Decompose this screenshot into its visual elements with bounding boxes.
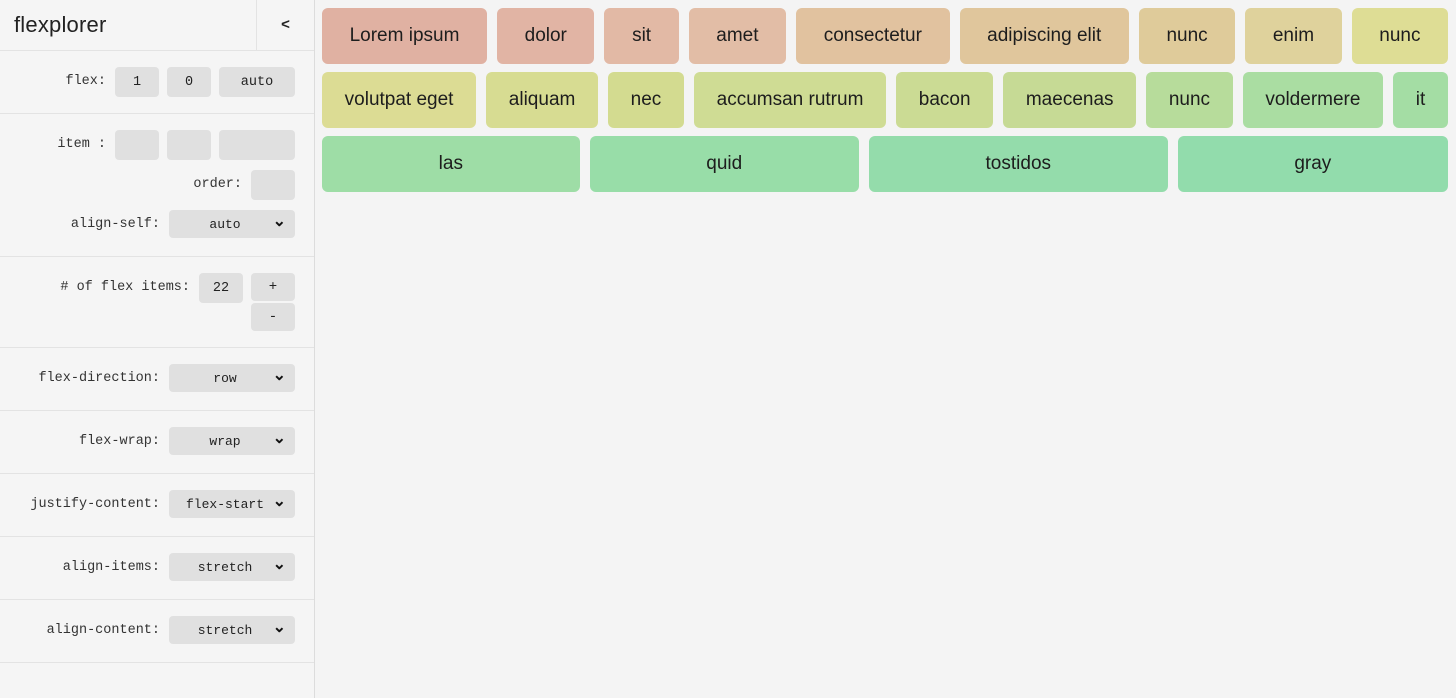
label-flex-wrap: flex-wrap: — [78, 434, 160, 449]
item-count-input[interactable] — [199, 273, 243, 303]
item-grow-input[interactable] — [115, 130, 159, 160]
page-title: flexplorer — [14, 12, 107, 37]
chevron-left-icon[interactable]: < — [256, 0, 314, 51]
justify-content-select[interactable]: flex-start — [169, 490, 295, 518]
flex-item[interactable]: volutpat eget — [322, 72, 477, 128]
section-justify-content: justify-content: flex-start ⌄ — [0, 474, 314, 537]
section-flex-shorthand: flex: — [0, 51, 314, 114]
flex-item[interactable]: maecenas — [1003, 72, 1137, 128]
align-self-select-wrap: auto ⌄ — [169, 210, 295, 238]
flex-grow-input[interactable] — [115, 67, 159, 97]
section-flex-direction: flex-direction: row ⌄ — [0, 348, 314, 411]
flex-item[interactable]: gray — [1177, 136, 1448, 192]
increment-button[interactable]: + — [251, 273, 295, 301]
item-basis-input[interactable] — [219, 130, 295, 160]
section-align-items: align-items: stretch ⌄ — [0, 537, 314, 600]
flex-item[interactable]: enim — [1245, 8, 1342, 64]
label-item: item : — [57, 137, 106, 152]
sidebar-header: flexplorer < — [0, 0, 314, 51]
section-item-properties: item : order: align-self: auto — [0, 114, 314, 257]
flex-item[interactable]: accumsan rutrum — [693, 72, 887, 128]
item-shrink-input[interactable] — [167, 130, 211, 160]
label-item-count: # of flex items: — [60, 280, 190, 295]
label-align-self: align-self: — [70, 217, 160, 232]
flex-item[interactable]: dolor — [497, 8, 595, 64]
flex-item[interactable]: adipiscing elit — [959, 8, 1129, 64]
flex-item[interactable]: Lorem ipsum — [322, 8, 488, 64]
flex-direction-select-wrap: row ⌄ — [169, 364, 295, 392]
row-justify-content: justify-content: flex-start ⌄ — [0, 485, 314, 525]
flex-item[interactable]: nec — [608, 72, 684, 128]
order-input[interactable] — [251, 170, 295, 200]
align-self-select[interactable]: auto — [169, 210, 295, 238]
flex-item[interactable]: tostidos — [868, 136, 1168, 192]
order-fields — [251, 170, 295, 200]
align-items-select[interactable]: stretch — [169, 553, 295, 581]
label-flex-direction: flex-direction: — [38, 371, 160, 386]
flex-item[interactable]: sit — [604, 8, 679, 64]
align-content-select[interactable]: stretch — [169, 616, 295, 644]
controls-sidebar: flexplorer < flex: item : — [0, 0, 315, 698]
flex-item[interactable]: bacon — [896, 72, 994, 128]
flex-wrap-select-wrap: wrap ⌄ — [169, 427, 295, 455]
flex-item[interactable]: voldermere — [1242, 72, 1384, 128]
flex-item[interactable]: nunc — [1351, 8, 1449, 64]
flex-item[interactable]: it — [1393, 72, 1448, 128]
flex-item[interactable]: amet — [688, 8, 787, 64]
label-order: order: — [193, 177, 242, 192]
quantity-stepper: + - — [251, 273, 295, 331]
row-item: item : — [0, 125, 314, 165]
row-align-content: align-content: stretch ⌄ — [0, 611, 314, 651]
flex-item[interactable]: nunc — [1138, 8, 1236, 64]
flex-item[interactable]: aliquam — [486, 72, 599, 128]
row-flex-direction: flex-direction: row ⌄ — [0, 359, 314, 399]
flex-item[interactable]: nunc — [1146, 72, 1233, 128]
row-order: order: — [0, 165, 314, 205]
section-flex-wrap: flex-wrap: wrap ⌄ — [0, 411, 314, 474]
flex-item[interactable]: quid — [589, 136, 859, 192]
flex-wrap-select[interactable]: wrap — [169, 427, 295, 455]
align-content-select-wrap: stretch ⌄ — [169, 616, 295, 644]
decrement-button[interactable]: - — [251, 303, 295, 331]
flex-item[interactable]: consectetur — [796, 8, 950, 64]
flex-shrink-input[interactable] — [167, 67, 211, 97]
item-fields — [115, 130, 295, 160]
row-flex: flex: — [0, 62, 314, 102]
row-flex-wrap: flex-wrap: wrap ⌄ — [0, 422, 314, 462]
row-align-self: align-self: auto ⌄ — [0, 205, 314, 245]
flex-item[interactable]: las — [322, 136, 580, 192]
row-item-count: # of flex items: + - — [0, 268, 314, 336]
section-item-count: # of flex items: + - — [0, 257, 314, 348]
align-items-select-wrap: stretch ⌄ — [169, 553, 295, 581]
label-align-items: align-items: — [62, 560, 160, 575]
justify-content-select-wrap: flex-start ⌄ — [169, 490, 295, 518]
label-align-content: align-content: — [46, 623, 160, 638]
row-align-items: align-items: stretch ⌄ — [0, 548, 314, 588]
flex-basis-input[interactable] — [219, 67, 295, 97]
label-justify-content: justify-content: — [30, 497, 160, 512]
flex-direction-select[interactable]: row — [169, 364, 295, 392]
label-flex: flex: — [65, 74, 106, 89]
flex-fields — [115, 67, 295, 97]
section-align-content: align-content: stretch ⌄ — [0, 600, 314, 663]
item-count-fields: + - — [199, 273, 295, 331]
